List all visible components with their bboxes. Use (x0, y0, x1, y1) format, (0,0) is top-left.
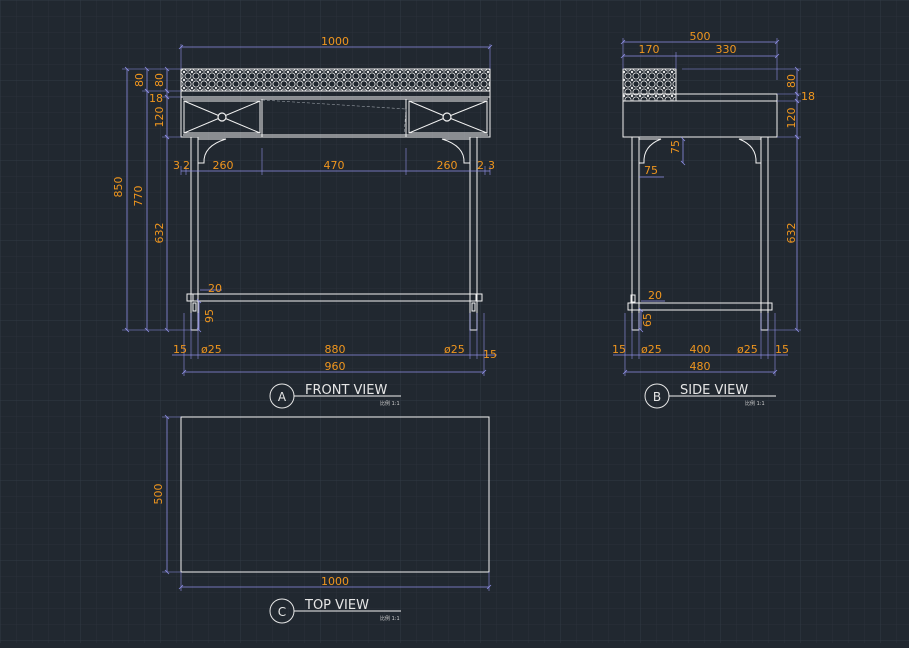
view-scale: 比例 1:1 (745, 400, 765, 407)
front-drawer-right (408, 100, 488, 134)
side-view[interactable]: 500 170 330 80 18 120 632 75 75 20 65 15… (612, 30, 815, 409)
dim-label: 170 (639, 43, 660, 56)
front-lattice-top (180, 68, 491, 92)
side-drawer-box (622, 100, 778, 138)
front-drawer-left (183, 100, 261, 134)
dim-label: 500 (690, 30, 711, 43)
front-dimensions (122, 44, 497, 376)
dim-label: 15 (173, 343, 187, 356)
view-scale: 比例 1:1 (380, 615, 400, 622)
dim-label: 470 (324, 159, 345, 172)
dim-label: 18 (149, 92, 163, 105)
side-view-title[interactable]: B SIDE VIEW 比例 1:1 (644, 383, 776, 409)
dim-label: 18 (801, 90, 815, 103)
dim-label: ø25 (201, 343, 222, 356)
view-bubble-label: B (653, 390, 661, 404)
dim-label: 120 (785, 108, 798, 129)
dim-label: 75 (644, 164, 658, 177)
front-hidden-line (261, 99, 407, 110)
dim-label: 260 (213, 159, 234, 172)
dim-label: 850 (112, 177, 125, 198)
dim-label: 400 (690, 343, 711, 356)
dim-label: 632 (785, 223, 798, 244)
drawer-knob-right-icon[interactable] (442, 112, 452, 122)
dim-label: 632 (153, 223, 166, 244)
dim-label: 330 (716, 43, 737, 56)
front-dimension-labels: 1000 850 770 632 80 80 18 120 3 2 260 47… (112, 35, 497, 373)
top-dimensions (162, 414, 492, 591)
front-drawer-box (180, 96, 491, 138)
dim-label: 120 (153, 107, 166, 128)
dim-label: 80 (133, 73, 146, 87)
dim-label: 80 (785, 74, 798, 88)
front-view[interactable]: 1000 850 770 632 80 80 18 120 3 2 260 47… (112, 35, 497, 409)
dim-label: 20 (208, 282, 222, 295)
dim-label: ø25 (641, 343, 662, 356)
front-leg-right (469, 136, 478, 331)
side-lattice-top (622, 68, 677, 102)
side-dimensions (613, 38, 801, 376)
dim-label: 3 (173, 159, 180, 172)
front-view-title[interactable]: A FRONT VIEW 比例 1:1 (269, 383, 401, 409)
view-bubble-label: C (278, 605, 286, 619)
drawer-knob-left-icon[interactable] (217, 112, 227, 122)
view-bubble-label: A (278, 390, 287, 404)
dim-label: 95 (203, 309, 216, 323)
view-title: SIDE VIEW (680, 383, 748, 398)
dim-label: 260 (437, 159, 458, 172)
view-title: FRONT VIEW (305, 383, 387, 398)
side-leg-left (631, 136, 640, 331)
dim-label: 880 (325, 343, 346, 356)
front-leg-left (190, 136, 199, 331)
dim-label: 960 (325, 360, 346, 373)
dim-label: ø25 (444, 343, 465, 356)
dim-label: 75 (669, 140, 682, 154)
dim-label: 1000 (321, 35, 349, 48)
front-stretcher (186, 293, 483, 302)
top-outline (180, 416, 490, 573)
dim-label: 500 (152, 484, 165, 505)
dim-label: ø25 (737, 343, 758, 356)
top-view[interactable]: 500 1000 C TOP VIEW 比例 1:1 (152, 414, 492, 624)
side-leg-right (760, 136, 769, 331)
side-dimension-labels: 500 170 330 80 18 120 632 75 75 20 65 15… (612, 30, 815, 373)
dim-label: 15 (612, 343, 626, 356)
dim-label: 20 (648, 289, 662, 302)
dim-label: 2 (477, 159, 484, 172)
dim-label: 770 (132, 186, 145, 207)
dim-label: 15 (775, 343, 789, 356)
dim-label: 3 (488, 159, 495, 172)
view-scale: 比例 1:1 (380, 400, 400, 407)
top-view-title[interactable]: C TOP VIEW 比例 1:1 (269, 598, 401, 624)
dim-label: 1000 (321, 575, 349, 588)
dim-label: 80 (153, 73, 166, 87)
side-stretcher (627, 302, 773, 311)
dim-label: 480 (690, 360, 711, 373)
view-title: TOP VIEW (304, 598, 369, 613)
dim-label: 2 (183, 159, 190, 172)
dim-label: 15 (483, 348, 497, 361)
dim-label: 65 (641, 313, 654, 327)
